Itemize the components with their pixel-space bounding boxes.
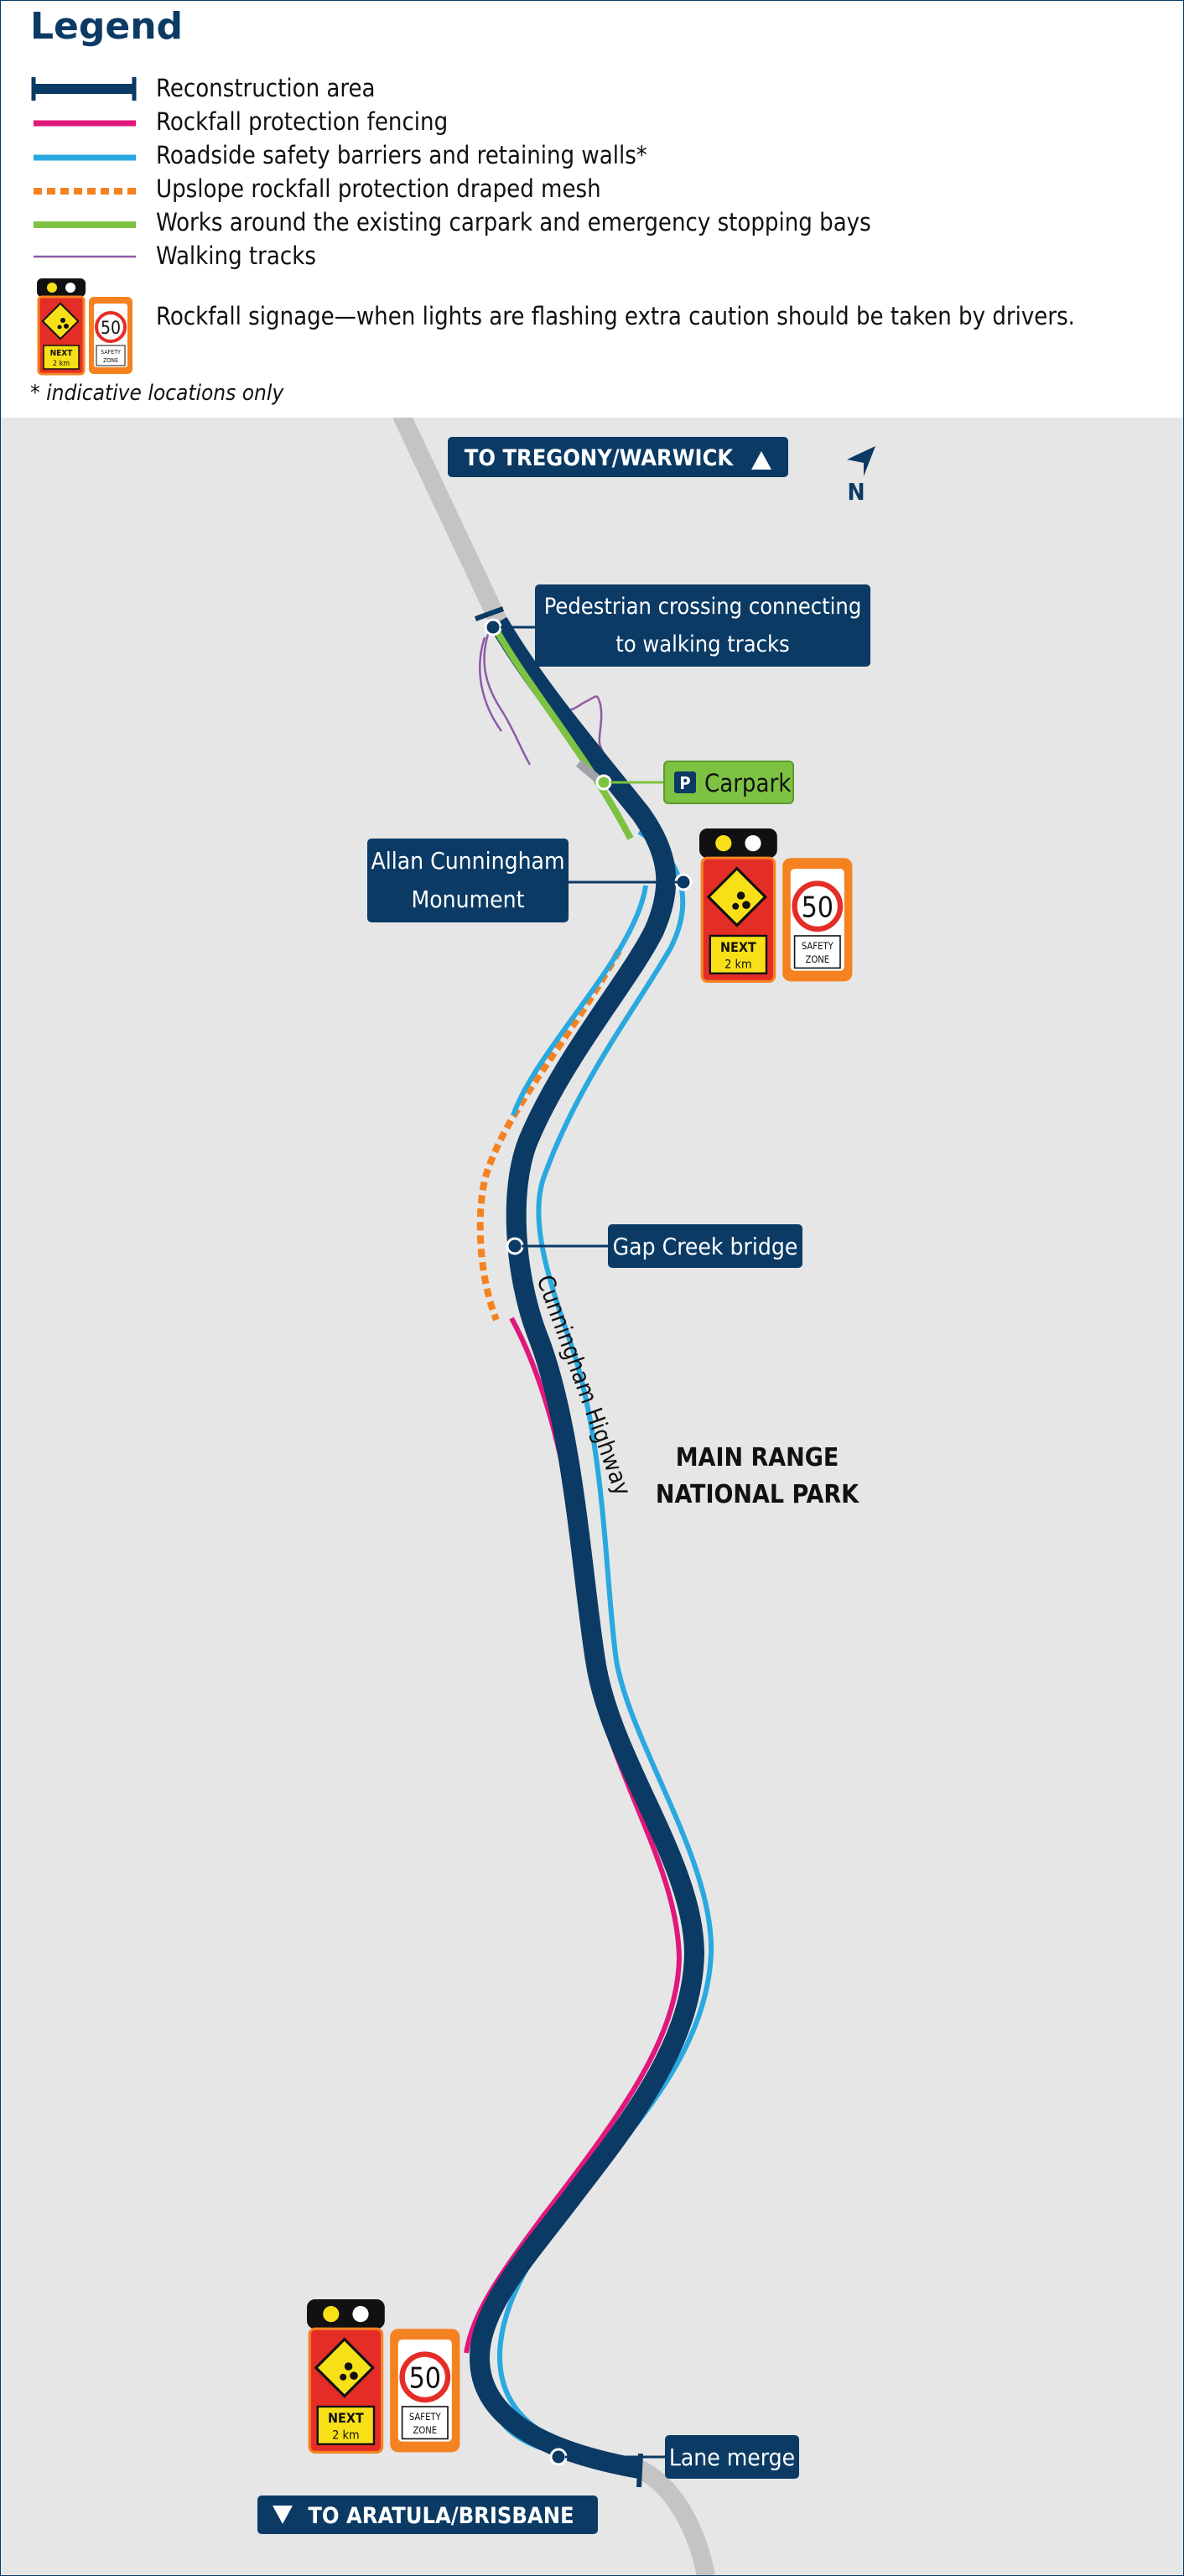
legend-label-fencing: Rockfall protection fencing <box>156 107 449 136</box>
gap-creek-bridge-label: Gap Creek bridge <box>613 1233 798 1260</box>
gap-creek-bridge-callout: Gap Creek bridge <box>506 1224 802 1268</box>
barrier-left-upper <box>511 885 648 1116</box>
legend-title: Legend <box>30 5 184 48</box>
existing-road-south <box>634 2460 715 2576</box>
legend-footnote: * indicative locations only <box>30 381 284 406</box>
carpark-label: Carpark <box>704 769 792 797</box>
north-arrow-label: N <box>847 478 865 506</box>
sign-north-speed: 50 <box>802 891 833 924</box>
north-arrow-icon <box>847 446 875 476</box>
down-triangle-icon <box>273 2506 293 2524</box>
legend-label-walking-tracks: Walking tracks <box>156 242 316 270</box>
legend-sign-zone-2: ZONE <box>103 357 118 364</box>
sign-north-distance: 2 km <box>724 958 751 971</box>
north-direction-text: TO TREGONY/WARWICK <box>465 445 735 471</box>
rockfall-sign-south: NEXT 2 km 50 SAFETY ZONE <box>307 2299 460 2454</box>
map-area: TO TREGONY/WARWICK N Pedestrian crossing… <box>0 418 1184 2576</box>
pedestrian-crossing-callout: Pedestrian crossing connecting to walkin… <box>484 584 870 667</box>
rockfall-fencing-south <box>464 1957 682 2354</box>
legend-rockfall-sign-icon: NEXT 2 km 50 SAFETY ZONE <box>37 278 132 376</box>
pedestrian-crossing-line2: to walking tracks <box>615 631 789 657</box>
legend-sign-next: NEXT <box>50 349 74 358</box>
park-label-line1: MAIN RANGE <box>676 1443 839 1472</box>
map-canvas: TO TREGONY/WARWICK N Pedestrian crossing… <box>257 418 875 2576</box>
legend-sign-distance: 2 km <box>53 360 70 368</box>
south-direction-text: TO ARATULA/BRISBANE <box>308 2503 574 2529</box>
up-triangle-icon <box>751 451 771 470</box>
sign-south-zone-1: SAFETY <box>409 2412 442 2423</box>
north-direction-label: TO TREGONY/WARWICK <box>448 437 788 477</box>
sign-north-zone-1: SAFETY <box>802 941 834 952</box>
draped-mesh <box>476 949 622 1322</box>
sign-south-speed: 50 <box>409 2362 441 2395</box>
rockfall-sign-north: NEXT 2 km 50 SAFETY ZONE <box>699 828 853 984</box>
sign-south-zone-2: ZONE <box>413 2425 437 2436</box>
north-arrow: N <box>847 446 875 506</box>
legend-panel: Legend NEXT 2 km <box>0 0 1184 418</box>
sign-north-zone-2: ZONE <box>805 954 829 965</box>
carpark-works-road <box>491 626 634 840</box>
legend-label-mesh: Upslope rockfall protection draped mesh <box>156 174 601 203</box>
legend-label-signage: Rockfall signage—when lights are flashin… <box>156 302 1075 330</box>
reconstruction-area-road <box>469 616 705 2479</box>
monument-callout: Allan Cunningham Monument <box>367 839 693 922</box>
lane-merge-callout: Lane merge <box>549 2435 799 2479</box>
legend-label-reconstruction: Reconstruction area <box>156 74 376 102</box>
legend-sign-zone-1: SAFETY <box>101 349 121 356</box>
monument-line1: Allan Cunningham <box>371 847 564 875</box>
monument-line2: Monument <box>412 886 525 913</box>
lane-merge-label: Lane merge <box>669 2444 795 2471</box>
carpark-callout: P Carpark <box>595 761 794 804</box>
reconstruction-end-south <box>636 2453 643 2488</box>
legend-label-barriers: Roadside safety barriers and retaining w… <box>156 141 647 169</box>
sign-south-next: NEXT <box>328 2410 364 2426</box>
swatch-reconstruction-area <box>31 77 137 101</box>
legend-swatches: NEXT 2 km 50 SAFETY ZONE <box>31 77 137 376</box>
sign-south-distance: 2 km <box>332 2428 359 2442</box>
existing-road-north <box>393 418 507 630</box>
pedestrian-crossing-line1: Pedestrian crossing connecting <box>544 594 862 620</box>
parking-icon: P <box>679 773 690 793</box>
legend-sign-speed: 50 <box>101 318 121 338</box>
sign-north-next: NEXT <box>720 939 756 955</box>
park-label-line2: NATIONAL PARK <box>656 1480 859 1509</box>
south-direction-label: TO ARATULA/BRISBANE <box>257 2496 598 2534</box>
legend-label-carpark-works: Works around the existing carpark and em… <box>156 208 871 236</box>
reconstruction-end-north <box>474 606 505 621</box>
